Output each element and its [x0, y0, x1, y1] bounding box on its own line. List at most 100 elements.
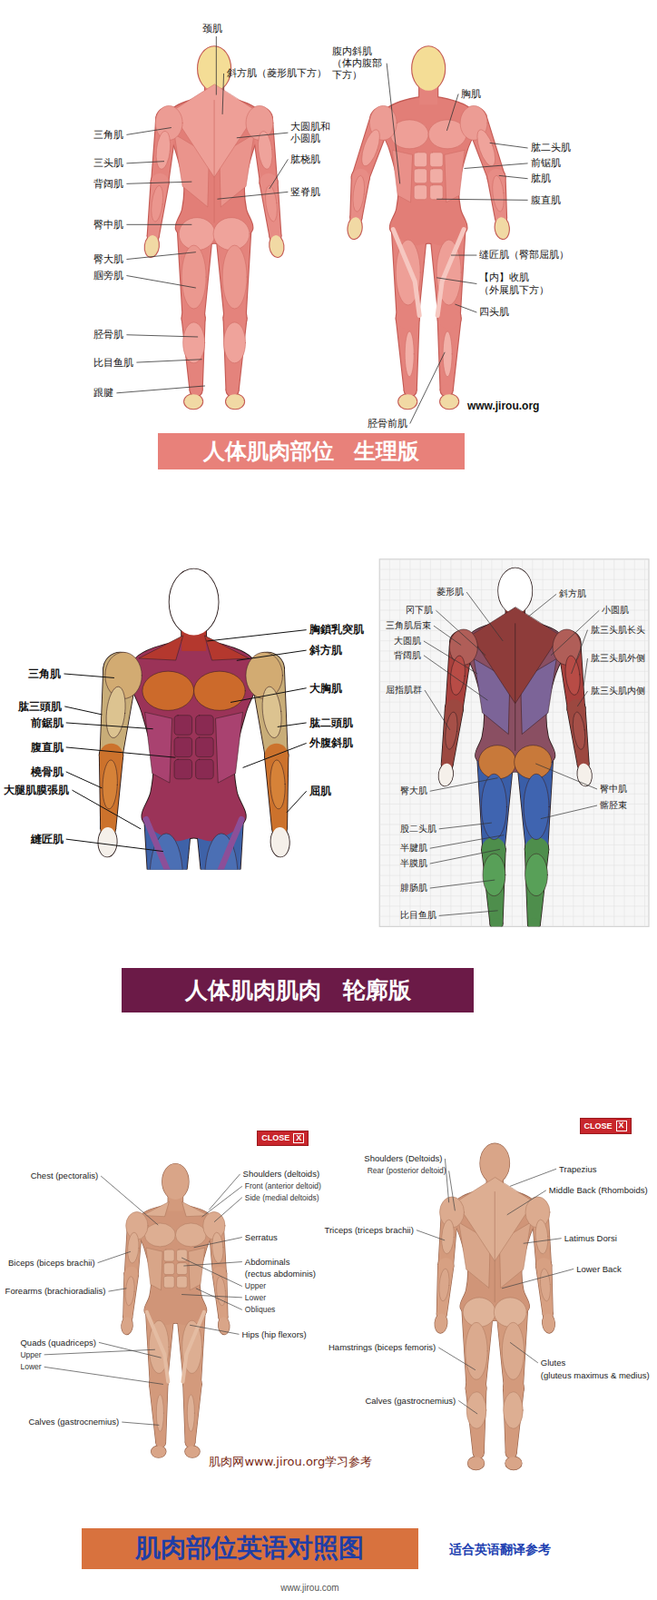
- joint: [438, 305, 461, 329]
- muscle-label: Serratus: [245, 1231, 278, 1242]
- muscle-sublabel: Lower: [245, 1292, 266, 1302]
- muscle-label: Hips (hip flexors): [241, 1328, 306, 1339]
- abdominal: [413, 168, 427, 184]
- foot: [505, 1455, 522, 1469]
- foot: [468, 1455, 485, 1469]
- joint: [439, 306, 461, 328]
- abdominal: [196, 715, 215, 736]
- forearm-muscle: [443, 710, 460, 750]
- oblique: [215, 711, 244, 783]
- muscle-detail: [149, 84, 280, 363]
- leader-line: [501, 1267, 574, 1287]
- joint: [441, 383, 453, 396]
- muscle-label: 肱肌: [530, 172, 551, 185]
- joint: [528, 917, 540, 926]
- joint: [226, 383, 239, 396]
- leader-line: [528, 593, 557, 617]
- close-button: CLOSEX: [256, 1129, 309, 1147]
- oblique: [188, 1246, 206, 1290]
- forearm-muscle: [490, 175, 506, 213]
- limb: [212, 1272, 228, 1318]
- muscle-label: Triceps (triceps brachii): [324, 1224, 414, 1235]
- muscle-label: 臀中肌: [93, 218, 124, 231]
- leader-line: [126, 127, 171, 136]
- limb: [481, 847, 506, 923]
- button-label: CLOSE: [261, 1132, 290, 1142]
- limb: [441, 706, 464, 765]
- muscle-sublabel: Upper: [245, 1280, 266, 1290]
- sartorius: [205, 818, 242, 869]
- abdominal: [196, 758, 215, 779]
- trapezius: [205, 635, 250, 660]
- muscle-label: 肱三頭肌: [18, 699, 62, 713]
- human-figure: [433, 1142, 556, 1469]
- leader-line: [243, 742, 307, 767]
- leader-line: [214, 1196, 243, 1222]
- limb: [536, 1264, 553, 1314]
- limb: [525, 847, 550, 923]
- foot: [440, 393, 459, 409]
- muscle-label: 三角肌: [93, 128, 124, 141]
- calf-muscle: [525, 853, 549, 896]
- spine: [214, 99, 216, 223]
- abdominal: [413, 152, 427, 167]
- leader-line: [577, 690, 588, 707]
- muscle-label: 腓肠肌: [400, 882, 428, 893]
- upper-arm-muscle: [473, 127, 500, 169]
- close-button: CLOSEX: [579, 1117, 632, 1134]
- leader-line: [410, 352, 445, 424]
- muscle-label: 缝匠肌（臀部屈肌）: [479, 248, 569, 261]
- spine: [514, 623, 516, 751]
- hamstring: [501, 1321, 524, 1379]
- leader-line: [189, 1323, 239, 1334]
- abdominal: [413, 185, 427, 200]
- leader-line: [430, 777, 499, 792]
- upper-arm-muscle: [440, 1218, 455, 1255]
- muscle-sublabel: Front (anterior deltoid): [245, 1180, 322, 1190]
- muscle-label: Abdominals: [245, 1255, 291, 1266]
- foot: [440, 393, 459, 409]
- grid-panel: [379, 558, 649, 927]
- joint: [396, 305, 420, 329]
- shin-muscle: [442, 331, 452, 377]
- joint: [404, 383, 417, 396]
- muscle-label: 腹内斜肌 （体内腹部 下方）: [332, 45, 384, 82]
- leader-line: [136, 359, 202, 363]
- abdominal: [430, 152, 443, 167]
- human-figure: [437, 568, 593, 927]
- leader-line: [216, 191, 288, 199]
- limb: [503, 1386, 524, 1453]
- head: [411, 46, 445, 90]
- muscle-label: 肱三头肌内侧: [590, 685, 646, 697]
- muscle-label: 臀大肌: [93, 253, 124, 265]
- muscle-label: 縫匠肌: [30, 832, 64, 845]
- muscle-label: 肱二頭肌: [309, 715, 354, 729]
- leader-line: [277, 722, 307, 727]
- leader-line: [183, 1261, 242, 1265]
- limb: [147, 180, 169, 237]
- limb: [224, 316, 247, 391]
- hamstring: [222, 245, 247, 309]
- hamstring: [465, 1321, 488, 1379]
- joint: [183, 1373, 202, 1393]
- abdominal: [174, 715, 193, 736]
- leader-line: [423, 655, 488, 700]
- leader-line: [126, 252, 196, 260]
- leader-line: [433, 625, 461, 645]
- abdominal: [430, 168, 443, 184]
- muscle-label: 颈肌: [202, 22, 223, 35]
- sartorius: [147, 1311, 168, 1382]
- limb: [481, 847, 506, 923]
- trapezius: [138, 635, 184, 660]
- leader-line: [202, 1185, 243, 1216]
- leader-line: [230, 687, 307, 703]
- limb: [567, 706, 589, 765]
- limb: [465, 1386, 486, 1453]
- foot: [151, 1444, 167, 1457]
- head: [480, 1142, 510, 1183]
- joint: [438, 305, 461, 329]
- hamstring: [480, 773, 507, 839]
- leader-line: [269, 158, 289, 189]
- oblique: [146, 1246, 163, 1290]
